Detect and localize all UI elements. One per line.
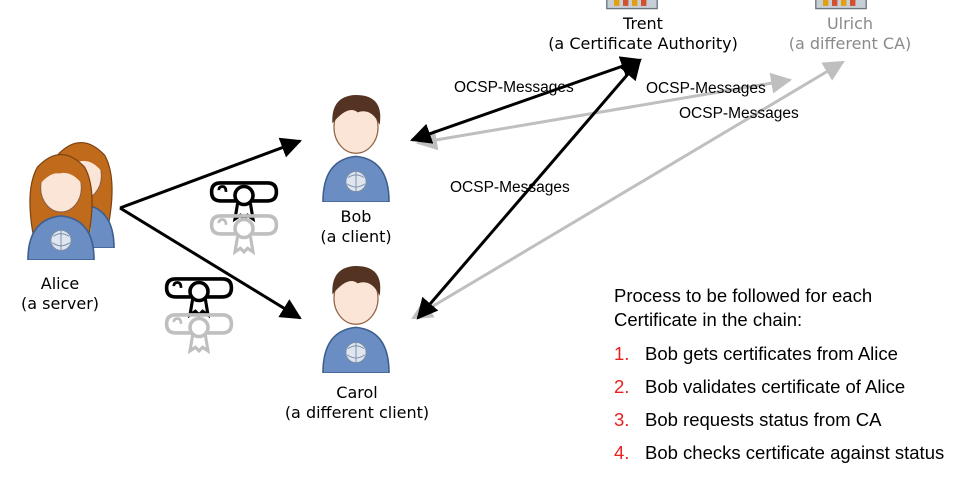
process-step: 4. Bob checks certificate against status (614, 441, 954, 465)
process-step: 1. Bob gets certificates from Alice (614, 342, 954, 366)
trent-name: Trent (623, 14, 663, 33)
process-description: Process to be followed for each Certific… (614, 284, 954, 474)
step-text: Bob validates certificate of Alice (645, 376, 906, 397)
ocsp-label-carol-trent: OCSP-Messages (450, 179, 570, 196)
ocsp-label-bob-trent: OCSP-Messages (454, 79, 574, 96)
alice-avatar-icon (27, 153, 95, 260)
bob-avatar-icon (322, 94, 390, 202)
ulrich-server-icon (815, 0, 867, 10)
certificate-icon-carol-faded (164, 313, 234, 353)
ocsp-label-carol-ulrich: OCSP-Messages (679, 105, 799, 122)
step-number: 1. (614, 343, 630, 364)
alice-label: Alice (a server) (18, 274, 102, 314)
bob-role: (a client) (320, 227, 392, 246)
process-step: 3. Bob requests status from CA (614, 408, 954, 432)
step-text: Bob checks certificate against status (645, 442, 945, 463)
ocsp-label-bob-ulrich: OCSP-Messages (646, 80, 766, 97)
carol-avatar-icon (322, 265, 390, 373)
ulrich-role: (a different CA) (788, 34, 912, 53)
bob-name: Bob (340, 207, 372, 226)
carol-name: Carol (336, 383, 378, 402)
arrow-alice-to-carol (119, 206, 302, 320)
process-step: 2. Bob validates certificate of Alice (614, 375, 954, 399)
certificate-icon-carol (164, 277, 234, 317)
process-heading: Process to be followed for each Certific… (614, 285, 873, 330)
ulrich-name: Ulrich (826, 14, 874, 33)
bob-label: Bob (a client) (306, 207, 406, 247)
arrow-alice-to-bob (119, 137, 302, 210)
alice-role: (a server) (20, 294, 100, 313)
trent-label: Trent (a Certificate Authority) (536, 14, 750, 54)
trent-server-icon (606, 0, 658, 10)
carol-label: Carol (a different client) (262, 383, 452, 423)
certificate-icon-bob (209, 181, 279, 221)
process-steps: 1. Bob gets certificates from Alice 2. B… (614, 342, 954, 465)
arrow-trent-to-carol (416, 58, 642, 320)
ulrich-label: Ulrich (a different CA) (778, 14, 922, 54)
step-text: Bob gets certificates from Alice (645, 343, 898, 364)
carol-role: (a different client) (284, 403, 430, 422)
alice-name: Alice (40, 274, 80, 293)
step-number: 4. (614, 442, 630, 463)
trent-role: (a Certificate Authority) (548, 34, 738, 53)
step-number: 3. (614, 409, 630, 430)
step-text: Bob requests status from CA (645, 409, 882, 430)
certificate-icon-bob-faded (209, 214, 279, 254)
step-number: 2. (614, 376, 630, 397)
